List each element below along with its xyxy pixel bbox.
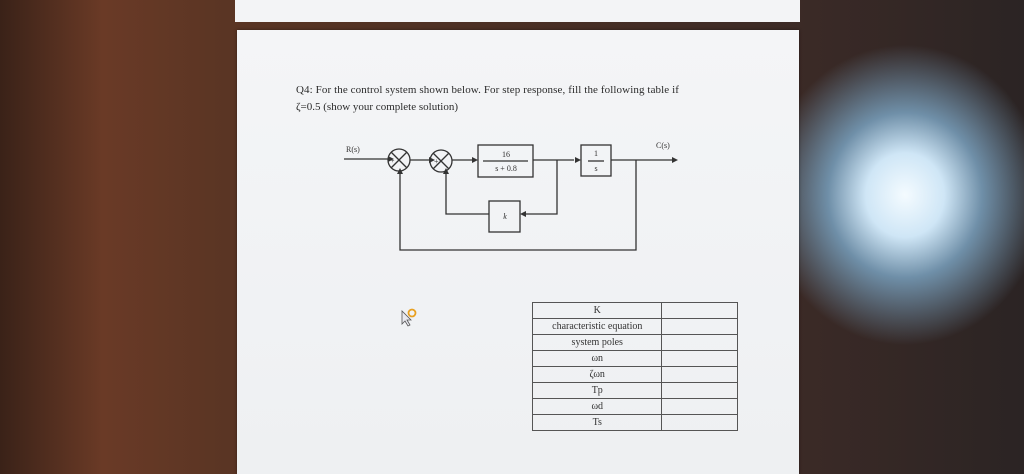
feedback-gain-label: k (503, 212, 507, 221)
arrow-output (672, 157, 678, 163)
row-value-damped-frequency[interactable] (661, 398, 738, 415)
sum2-plus-sign: + (434, 157, 439, 166)
block1-numerator: 16 (502, 150, 510, 159)
row-label-system-poles: system poles (531, 334, 663, 351)
arrow-into-sum1-feedback (397, 168, 403, 174)
block1-denominator: s + 0.8 (495, 164, 517, 173)
table-row: ωn (531, 350, 738, 367)
row-value-zeta-wn[interactable] (661, 366, 738, 383)
row-label-peak-time: Tp (531, 382, 663, 399)
block2-denominator: s (594, 164, 597, 173)
arrow-into-sum2-feedback (443, 168, 449, 174)
plant-block-1 (477, 144, 534, 178)
row-value-settling-time[interactable] (661, 414, 738, 431)
results-table: K characteristic equation system poles ω… (531, 302, 738, 431)
question-text-line1: Q4: For the control system shown below. … (296, 84, 680, 96)
summing-junction-2-cross-b (432, 152, 450, 170)
block2-numerator: 1 (594, 149, 598, 158)
row-label-settling-time: Ts (531, 414, 663, 431)
mouse-pointer-icon (401, 308, 417, 327)
row-value-peak-time[interactable] (661, 382, 738, 399)
row-value-k[interactable] (661, 302, 738, 319)
row-value-system-poles[interactable] (661, 334, 738, 351)
row-label-characteristic-equation: characteristic equation (531, 318, 663, 335)
input-label: R(s) (346, 145, 360, 154)
row-label-natural-frequency: ωn (531, 350, 663, 367)
table-row: ζωn (531, 366, 738, 383)
table-row: Ts (531, 414, 738, 431)
table-row: system poles (531, 334, 738, 351)
inner-feedback-line-a (525, 160, 558, 215)
sum1-plus-sign: + (390, 156, 395, 165)
question-text-line2: ζ=0.5 (show your complete solution) (296, 101, 458, 113)
row-label-zeta-wn: ζωn (531, 366, 663, 383)
table-row: Tp (531, 382, 738, 399)
arrow-into-sum1 (388, 156, 394, 162)
feedback-gain-block (488, 200, 521, 233)
summing-junction-1-cross-b (390, 151, 408, 169)
previous-page-edge (235, 0, 800, 22)
arrow-into-block2 (575, 157, 581, 163)
table-row: ωd (531, 398, 738, 415)
outer-feedback-line (399, 160, 637, 251)
row-label-k: K (531, 302, 663, 319)
output-label: C(s) (656, 141, 670, 150)
arrow-into-block1 (472, 157, 478, 163)
row-value-natural-frequency[interactable] (661, 350, 738, 367)
row-label-damped-frequency: ωd (531, 398, 663, 415)
table-row: K (531, 302, 738, 319)
table-row: characteristic equation (531, 318, 738, 335)
row-value-characteristic-equation[interactable] (661, 318, 738, 335)
arrow-into-sum2 (429, 157, 435, 163)
arrow-into-gain (520, 211, 526, 217)
inner-feedback-line-b (445, 174, 489, 215)
